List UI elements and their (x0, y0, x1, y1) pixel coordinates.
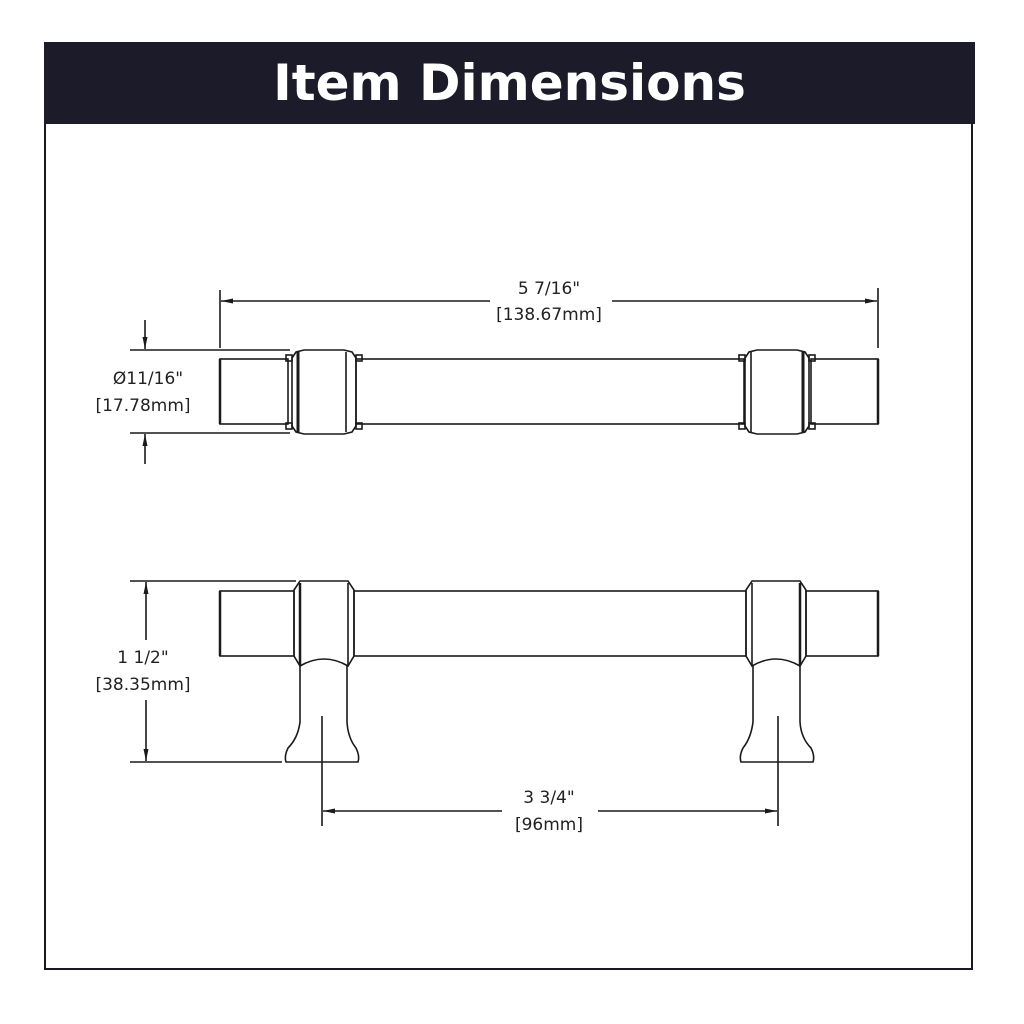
post-collar-left (293, 580, 355, 668)
side-bar-end-left (219, 590, 295, 657)
collar-right (744, 349, 810, 435)
cc-metric: [96mm] (515, 815, 583, 835)
diameter-metric: [17.78mm] (95, 396, 190, 416)
bar-middle (355, 358, 745, 425)
projection-imperial: 1 1/2" (117, 648, 168, 668)
cc-imperial: 3 3/4" (523, 788, 574, 808)
top-view (130, 288, 880, 464)
side-bar-end-right (805, 590, 879, 657)
side-view (130, 580, 880, 826)
post-collar-right (745, 580, 807, 668)
page-title: Item Dimensions (273, 54, 746, 112)
header-banner: Item Dimensions (44, 42, 975, 124)
bar-end-right (810, 358, 879, 425)
length-imperial: 5 7/16" (518, 279, 580, 299)
side-bar-middle (353, 590, 747, 657)
bar-end-left (219, 358, 289, 425)
diameter-imperial: Ø11/16" (113, 369, 183, 389)
length-metric: [138.67mm] (496, 305, 602, 325)
post-foot-right (739, 666, 815, 763)
projection-metric: [38.35mm] (95, 675, 190, 695)
